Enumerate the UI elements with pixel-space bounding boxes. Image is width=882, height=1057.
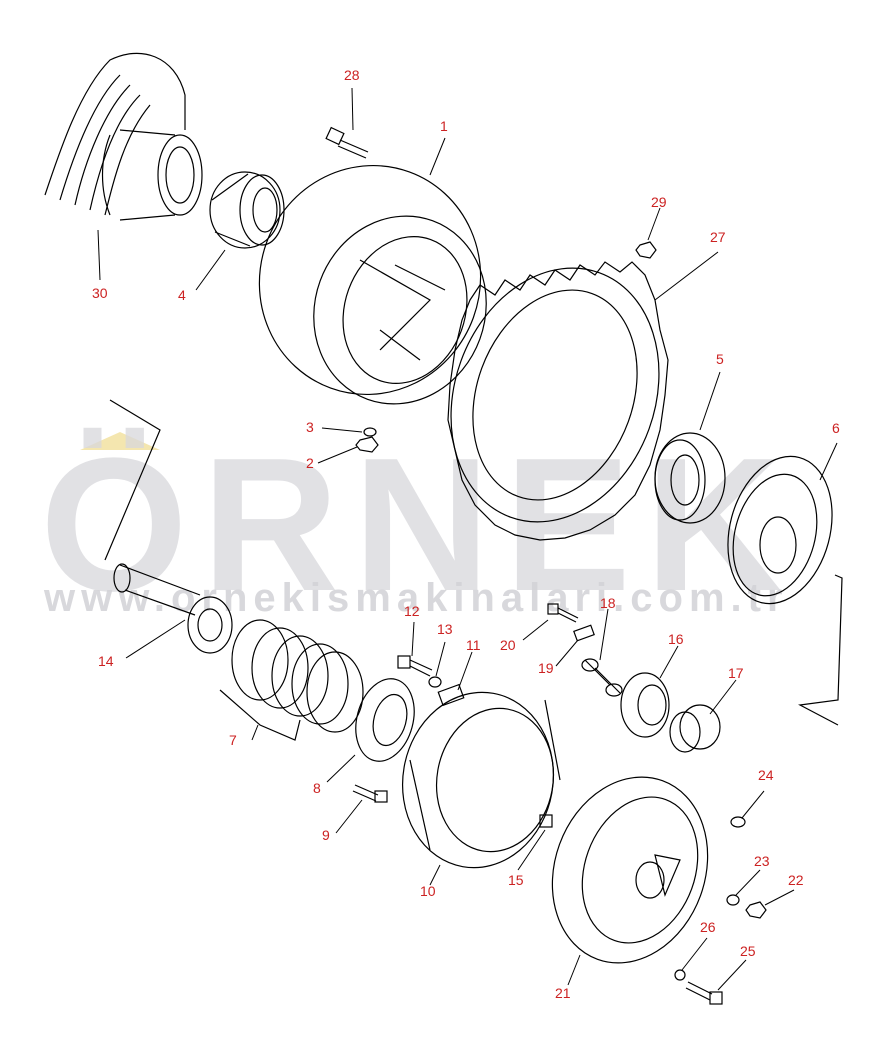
label-22: 22 [788,872,804,888]
bolt-12 [397,655,433,677]
axle-housing [44,52,203,221]
label-5: 5 [716,351,724,367]
washer-3 [363,427,377,437]
label-3: 3 [306,419,314,435]
bolt-20 [547,603,579,623]
label-28: 28 [344,67,360,83]
hub-1 [258,164,487,405]
label-27: 27 [710,229,726,245]
washer-26 [674,969,686,981]
bolt-9 [352,784,388,803]
label-25: 25 [740,943,756,959]
lock-19 [573,624,595,642]
pin-24 [730,816,746,828]
pin-18 [581,658,623,697]
label-20: 20 [500,637,516,653]
ring-gear-10 [401,691,561,869]
watermark-brand: ÖRNEK [40,419,797,631]
carrier-21 [551,776,709,964]
plate-11 [437,683,465,707]
label-19: 19 [538,660,554,676]
label-8: 8 [313,780,321,796]
label-14: 14 [98,653,114,669]
label-12: 12 [404,603,420,619]
nut-15 [539,814,553,828]
gear-16 [620,672,670,738]
label-17: 17 [728,665,744,681]
leader-lines [97,87,838,991]
label-30: 30 [92,285,108,301]
nut-29 [635,241,657,259]
ring-23 [726,894,740,906]
label-29: 29 [651,194,667,210]
shaft-14 [104,399,233,654]
plates-7 [219,619,364,741]
label-11: 11 [466,637,481,653]
bolt-25 [685,981,723,1005]
plug-2 [355,436,379,453]
label-18: 18 [600,595,616,611]
bolt-28 [325,126,369,159]
label-13: 13 [437,621,453,637]
label-10: 10 [420,883,436,899]
label-7: 7 [229,732,237,748]
label-15: 15 [508,872,524,888]
plug-22 [745,901,767,919]
label-24: 24 [758,767,774,783]
part-labels: 28 1 29 27 4 30 3 2 5 6 14 7 8 9 10 12 1… [92,67,840,1001]
bearing-4 [209,171,285,249]
label-4: 4 [178,287,186,303]
label-1: 1 [440,118,448,134]
label-9: 9 [322,827,330,843]
label-26: 26 [700,919,716,935]
gear-6 [727,455,843,726]
cover-8 [355,678,415,762]
label-6: 6 [832,420,840,436]
label-21: 21 [555,985,571,1001]
bearing-5 [654,432,726,524]
watermark-url: www.ornekismakinalari.com.tr [44,576,789,620]
label-2: 2 [306,455,314,471]
bearing-17 [669,704,721,753]
label-16: 16 [668,631,684,647]
washer-13 [428,676,442,688]
sprocket-27 [447,261,669,541]
watermark-accent [80,432,160,450]
label-23: 23 [754,853,770,869]
